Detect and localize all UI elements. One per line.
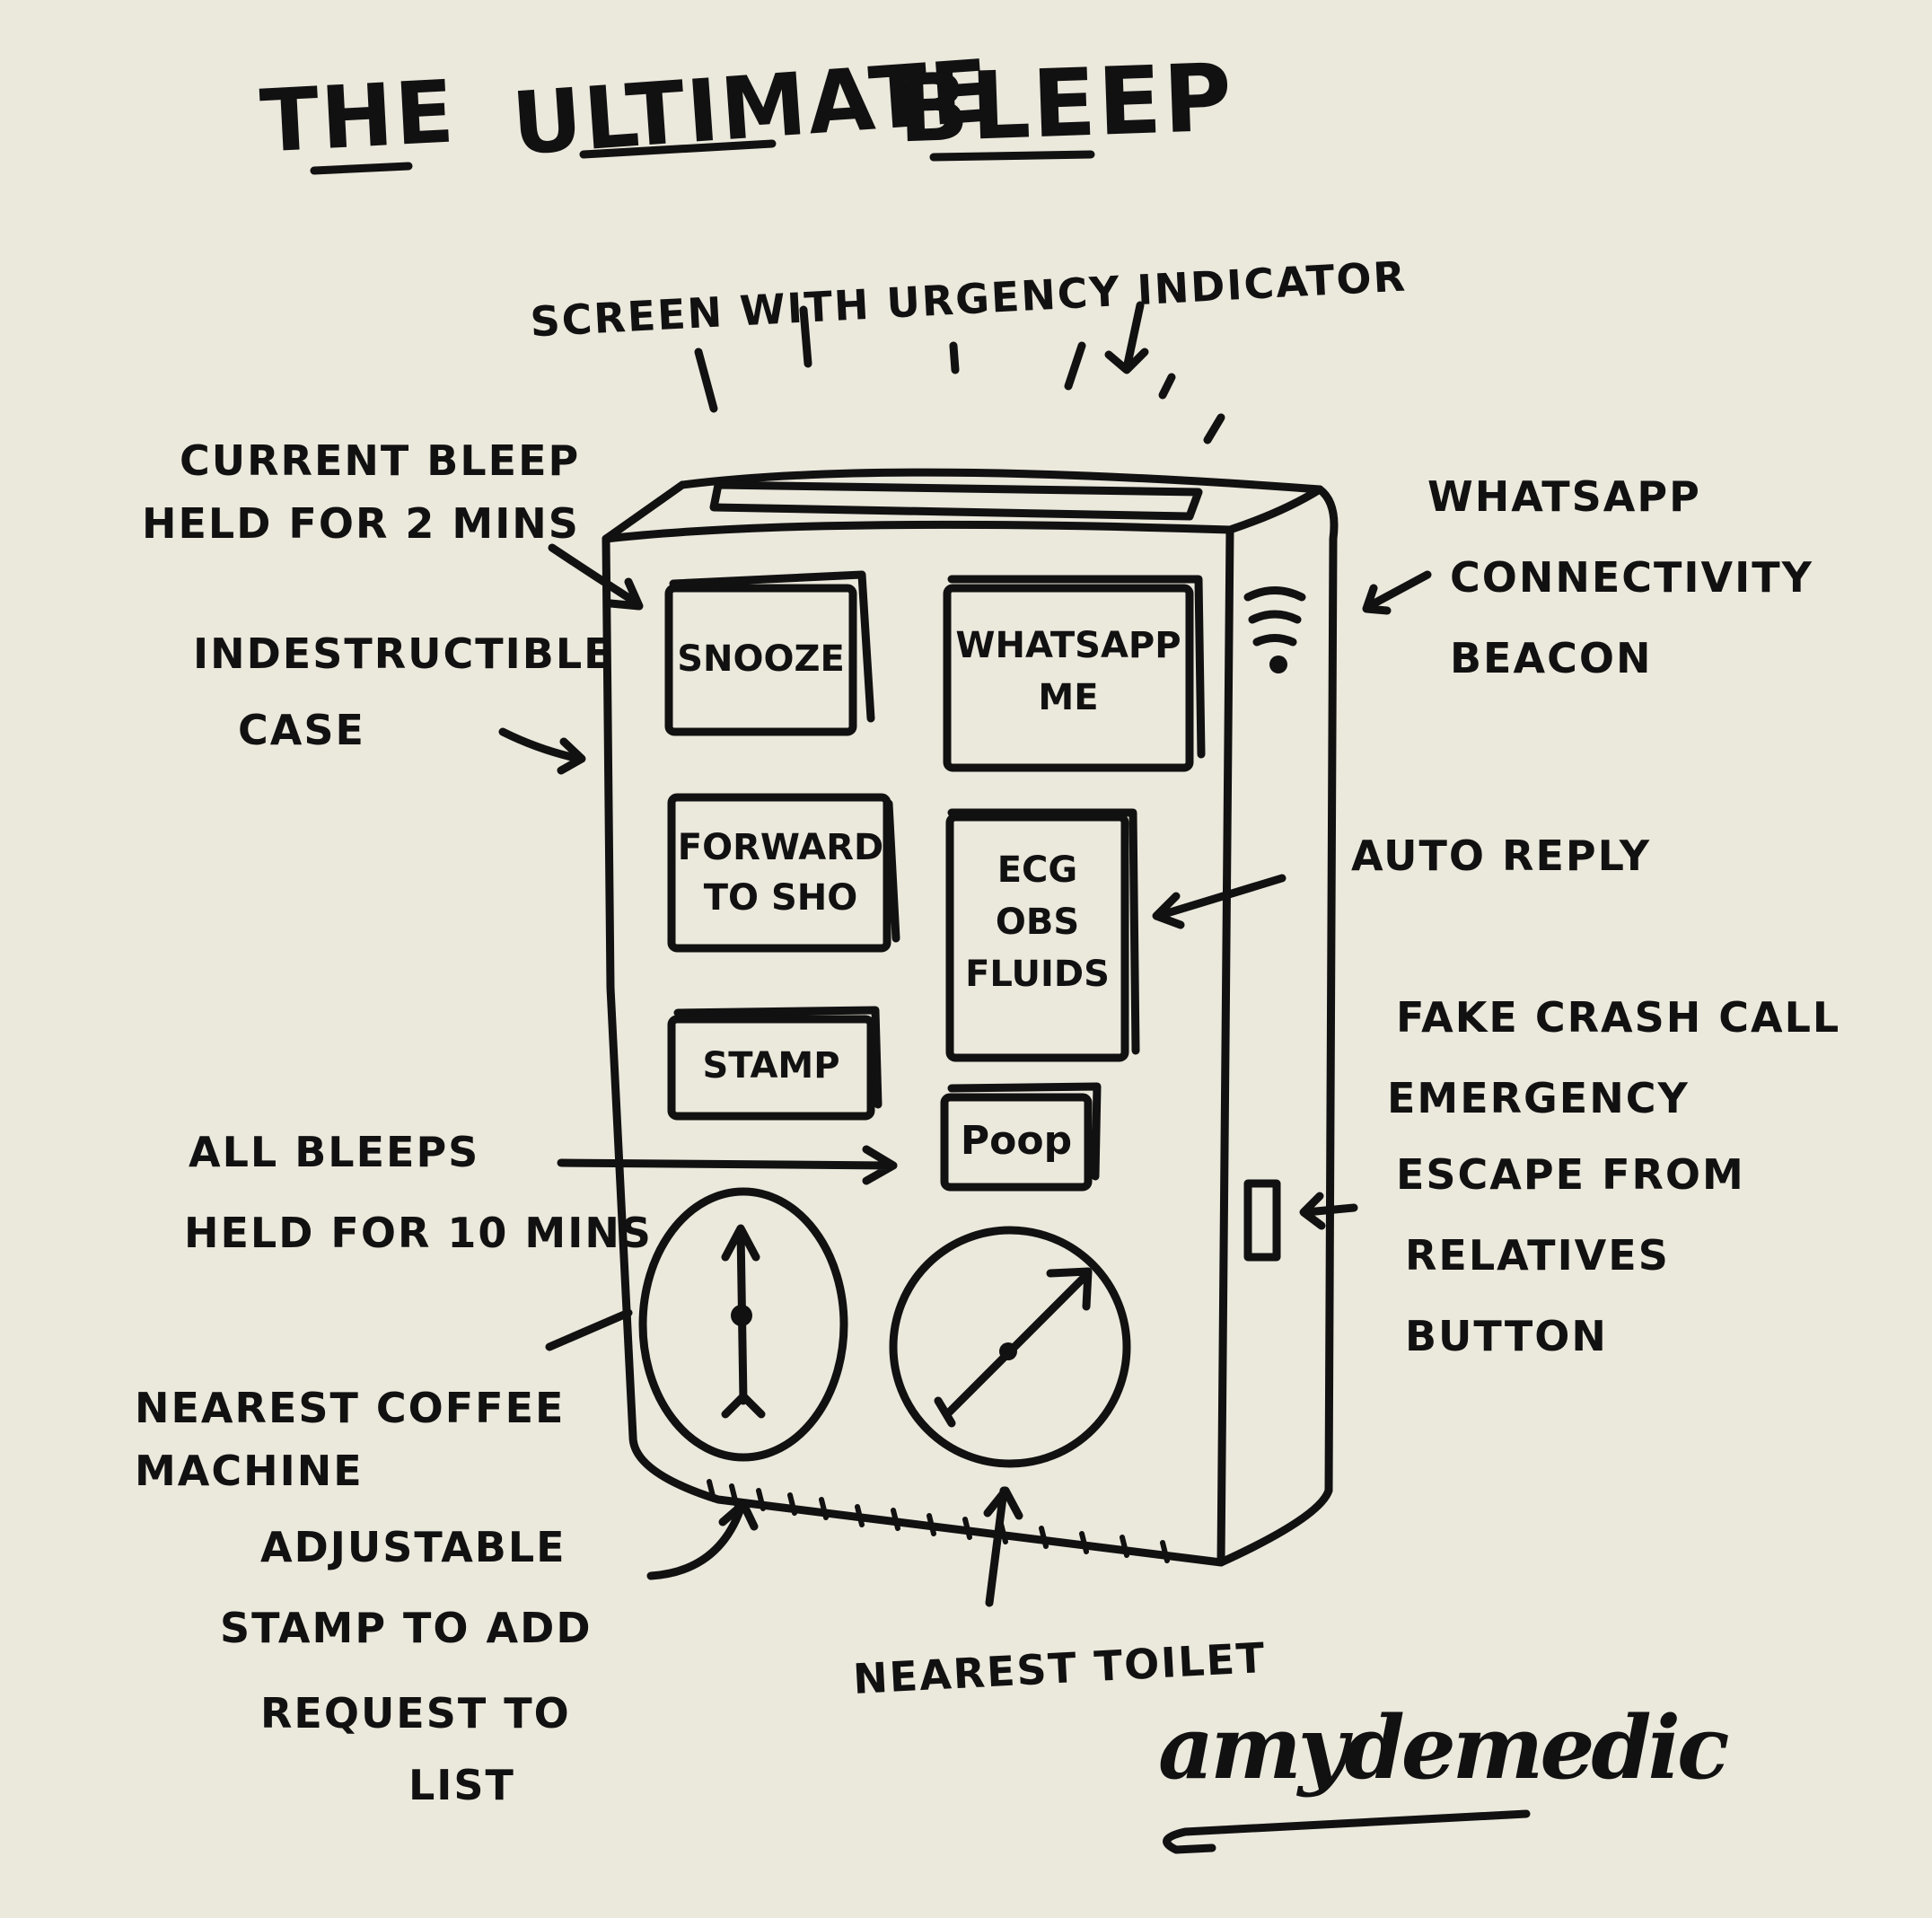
label-whatsapp-3: beacon: [1450, 634, 1653, 682]
forward-line-2: to SHO: [703, 877, 858, 919]
label-stamp-adjust-3: request to: [260, 1689, 571, 1738]
coffee-dial: [638, 1187, 848, 1462]
arrow-case: [498, 727, 586, 775]
forward-button-shape: [667, 793, 891, 953]
stamp-button: Stamp: [702, 1045, 840, 1087]
title-underline-ultimate: [579, 139, 777, 159]
title-word-bleep: Bleep: [895, 42, 1235, 164]
screen-rays: [694, 301, 1225, 444]
signature: amydemedic: [1158, 1697, 1729, 1799]
label-case-2: case: [238, 706, 365, 754]
title-underline-the: [310, 162, 413, 175]
arrow-toilet: [983, 1486, 1023, 1607]
label-fake-crash-3: escape from: [1396, 1150, 1745, 1199]
device-case: [602, 468, 1339, 1567]
arrow-escape: [1299, 1192, 1358, 1230]
label-case-1: Indestructible: [193, 629, 614, 678]
signature-underline: [1163, 1809, 1531, 1854]
whatsapp-me-line-2: me: [1038, 677, 1099, 718]
snooze-button-shape: [664, 584, 857, 736]
label-all-bleeps-2: held for 10 mins: [184, 1209, 653, 1257]
stamp-button-shape: [667, 1015, 875, 1121]
label-all-bleeps-1: All bleeps: [189, 1128, 480, 1176]
ecg-line-2: OBS: [995, 902, 1080, 943]
label-stamp-adjust-1: Adjustable: [260, 1523, 566, 1571]
label-fake-crash-4: relatives: [1405, 1231, 1670, 1280]
label-coffee-2: machine: [135, 1447, 364, 1495]
label-current-bleep-1: Current bleep: [180, 436, 581, 485]
whatsapp-button-shape: [943, 584, 1194, 772]
whatsapp-me-button: WhatsApp me: [947, 624, 1190, 719]
label-fake-crash-1: Fake crash call: [1396, 993, 1841, 1042]
label-whatsapp-1: WhatsApp: [1427, 472, 1701, 521]
label-coffee-1: Nearest coffee: [135, 1384, 566, 1432]
ecg-obs-fluids-button: ECG OBS Fluids: [950, 844, 1125, 1000]
bleep-device: [602, 468, 1339, 1567]
arrow-whatsapp: [1362, 570, 1432, 615]
label-stamp-adjust-4: list: [408, 1761, 515, 1809]
arrow-coffee: [545, 1308, 633, 1351]
arrow-current-bleep: [548, 543, 644, 611]
escape-side-button: [1243, 1179, 1281, 1262]
snooze-button: Snooze: [677, 638, 845, 680]
arrow-auto-reply: [1152, 874, 1287, 929]
label-whatsapp-2: connectivity: [1450, 553, 1813, 602]
title-underline-bleep: [929, 150, 1095, 162]
forward-line-1: Forward: [677, 827, 884, 868]
ecg-line-3: Fluids: [965, 954, 1110, 995]
poop-button-shape: [940, 1093, 1093, 1192]
stamp-teeth: [707, 1479, 1170, 1563]
poop-button: Poop: [960, 1118, 1073, 1164]
arrow-stamp: [646, 1500, 759, 1580]
forward-to-sho-button: Forward to SHO: [675, 826, 886, 919]
label-current-bleep-2: held for 2 mins: [142, 499, 580, 548]
device-front-edge: [602, 520, 1234, 1567]
ecg-line-1: ECG: [997, 849, 1078, 891]
urgency-screen: [709, 480, 1203, 521]
arrow-all-bleeps: [557, 1145, 898, 1185]
annotation-arrows: [498, 543, 1432, 1607]
wifi-beacon-icon: [1243, 586, 1306, 673]
label-fake-crash-2: emergency: [1387, 1074, 1690, 1122]
label-fake-crash-5: button: [1405, 1312, 1608, 1360]
title-word-the: The: [258, 61, 459, 172]
whatsapp-me-line-1: WhatsApp: [955, 625, 1181, 666]
label-auto-reply: Auto reply: [1351, 831, 1652, 880]
toilet-dial: [889, 1226, 1131, 1468]
label-stamp-adjust-2: stamp to add: [220, 1604, 593, 1652]
ecg-button-shape: [945, 813, 1129, 1062]
